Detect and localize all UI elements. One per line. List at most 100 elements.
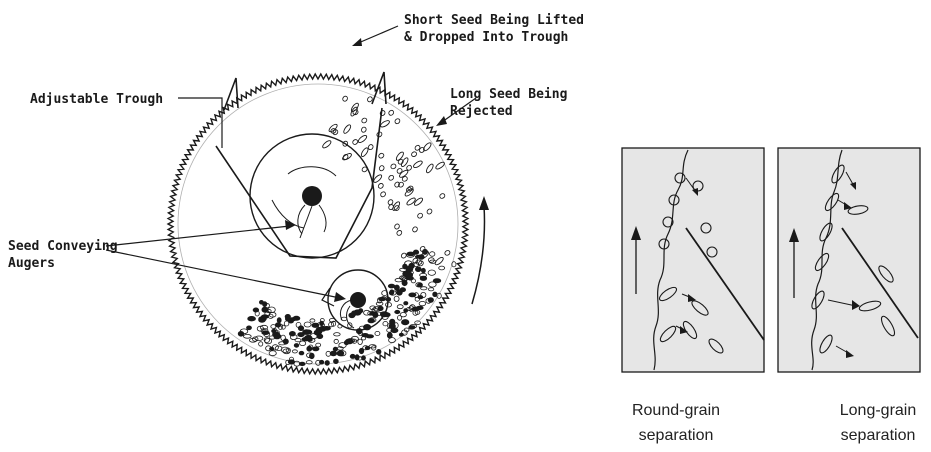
- pile-seed: [310, 319, 315, 322]
- pile-seed: [294, 344, 299, 348]
- pile-seed: [292, 350, 297, 353]
- pile-seed: [355, 355, 359, 360]
- label-long-seed-line2: Rejected: [450, 104, 513, 119]
- pile-seed: [259, 342, 263, 346]
- pile-seed: [270, 347, 274, 350]
- pile-seed: [312, 347, 319, 351]
- lower-auger: [322, 270, 388, 330]
- seed-speck: [390, 163, 397, 170]
- seed-speck: [361, 117, 368, 124]
- pile-seed: [262, 307, 268, 312]
- pile-seed: [289, 331, 295, 336]
- pile-seed: [304, 322, 311, 327]
- lifted-seeds: [322, 95, 451, 266]
- round-grain-panel: [622, 148, 764, 372]
- pile-seed: [352, 311, 357, 316]
- pile-seed: [295, 338, 301, 341]
- seed-speck: [378, 152, 385, 158]
- pile-seed: [402, 320, 409, 325]
- seed-speck: [342, 95, 348, 102]
- pile-seed: [429, 282, 437, 287]
- seed-speck: [417, 212, 424, 219]
- seed-speck: [377, 183, 384, 190]
- pile-seed: [376, 349, 381, 354]
- seed-speck: [444, 250, 451, 256]
- round-grain-caption-line2: separation: [639, 427, 714, 444]
- seed-speck: [388, 109, 395, 116]
- pile-seed: [299, 351, 304, 355]
- pile-seed: [350, 354, 355, 358]
- pile-seed: [406, 267, 413, 272]
- pile-seed: [285, 317, 289, 321]
- seed-speck: [425, 163, 434, 174]
- seed-speck: [396, 229, 403, 236]
- indent-cylinder-diagram: Short Seed Being Lifted & Dropped Into T…: [8, 13, 584, 374]
- pile-seed: [395, 310, 400, 313]
- seed-speck: [422, 142, 432, 152]
- pile-seed: [394, 296, 399, 301]
- seed-speck: [396, 168, 403, 175]
- pile-seed: [379, 297, 386, 301]
- seed-speck: [394, 118, 401, 125]
- seed-speck: [378, 165, 384, 172]
- pile-seed: [400, 313, 406, 317]
- pile-seed: [368, 319, 375, 323]
- pile-seed: [376, 302, 383, 306]
- pile-seed: [284, 321, 289, 326]
- pile-seed: [420, 276, 427, 280]
- seed-speck: [388, 174, 395, 181]
- rotation-arrow: [472, 196, 489, 304]
- pile-seed: [421, 287, 427, 290]
- label-augers-line1: Seed Conveying: [8, 239, 118, 254]
- seed-speck: [361, 126, 367, 133]
- pile-seed: [298, 333, 305, 337]
- pile-seed: [428, 270, 435, 275]
- pile-seed: [439, 266, 445, 270]
- pile-seed: [383, 322, 388, 326]
- pile-seed: [320, 321, 324, 326]
- pile-seed: [415, 267, 421, 272]
- pile-seed: [422, 249, 427, 254]
- pile-seed: [361, 337, 365, 340]
- seed-speck: [412, 226, 419, 233]
- pile-seed: [400, 288, 406, 292]
- label-long-seed-line1: Long Seed Being: [450, 87, 567, 102]
- seed-speck: [357, 134, 368, 144]
- pile-seed: [316, 343, 321, 347]
- seed-speck: [439, 193, 446, 200]
- pile-seed: [404, 302, 408, 305]
- pile-seed: [334, 339, 338, 343]
- pile-seed: [430, 252, 435, 257]
- seed-pile: [238, 249, 456, 366]
- pile-seed: [366, 335, 374, 338]
- long-grain-panel: [778, 148, 920, 372]
- pile-seed: [309, 353, 314, 359]
- seed-speck: [380, 191, 387, 198]
- pile-seed: [428, 298, 433, 303]
- seed-speck: [322, 139, 333, 149]
- pile-seed: [337, 351, 344, 356]
- round-grain-caption-line1: Round-grain: [632, 402, 720, 419]
- pile-seed: [330, 351, 337, 356]
- pile-seed: [269, 351, 276, 356]
- seed-speck: [426, 208, 433, 215]
- pile-seed: [298, 326, 303, 331]
- pile-seed: [334, 359, 339, 364]
- pile-seed: [302, 337, 309, 341]
- long-grain-caption-line1: Long-grain: [840, 402, 917, 419]
- pile-seed: [243, 334, 251, 338]
- pile-seed: [248, 316, 256, 321]
- label-adjustable-trough: Adjustable Trough: [30, 92, 163, 107]
- seed-speck: [394, 223, 400, 230]
- seed-speck: [411, 151, 418, 157]
- pile-seed: [391, 328, 398, 332]
- pile-seed: [359, 309, 363, 313]
- pile-seed: [247, 326, 252, 330]
- pile-seed: [409, 293, 416, 297]
- seed-speck: [414, 144, 421, 151]
- pile-seed: [364, 310, 370, 315]
- pile-seed: [433, 292, 437, 297]
- pile-seed: [304, 330, 312, 334]
- pile-seed: [333, 347, 337, 351]
